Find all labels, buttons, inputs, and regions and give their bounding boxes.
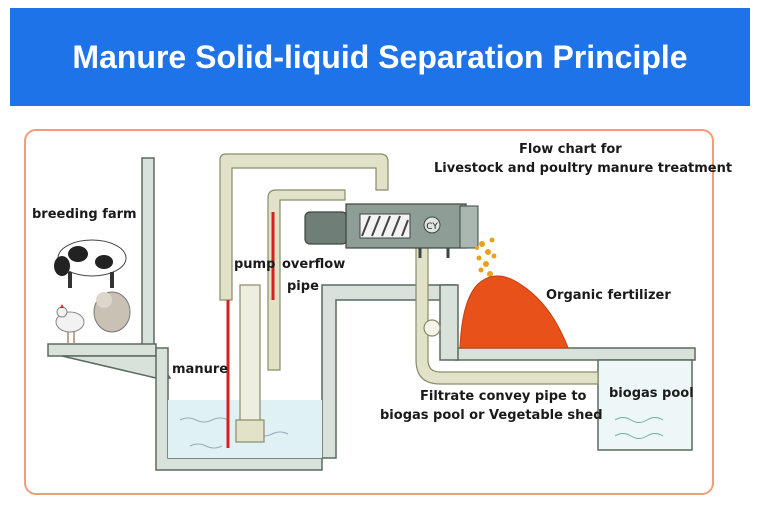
farm-floor xyxy=(47,343,157,357)
title-banner: Manure Solid-liquid Separation Principle xyxy=(10,8,750,106)
fertilizer-pile xyxy=(459,275,569,349)
separator-mark: CY xyxy=(426,222,438,232)
organic-fertilizer-label: Organic fertilizer xyxy=(546,288,671,303)
filtrate-label-line1: Filtrate convey pipe to xyxy=(420,389,587,404)
pump-base xyxy=(235,419,265,443)
overflow-label: overflow xyxy=(282,257,346,272)
pump-label: pump xyxy=(234,257,276,272)
page-title: Manure Solid-liquid Separation Principle xyxy=(72,39,688,75)
cow-image xyxy=(54,239,127,288)
pipe-label: pipe xyxy=(287,279,319,294)
overflow-pipe xyxy=(267,189,346,371)
manure-slope xyxy=(61,355,172,379)
flow-chart-label-line1: Flow chart for xyxy=(519,142,622,157)
separator-motor xyxy=(304,211,348,245)
farm-post xyxy=(141,157,155,363)
flow-chart-label-line2: Livestock and poultry manure treatment xyxy=(434,161,733,176)
dog-image xyxy=(93,291,131,333)
filtrate-pipe xyxy=(415,239,599,385)
diagram-frame xyxy=(24,129,714,495)
breeding-farm-label: breeding farm xyxy=(32,207,137,222)
chicken-image xyxy=(55,304,85,344)
platform-step xyxy=(439,284,459,361)
separator-outlet xyxy=(459,205,479,249)
biogas-pool xyxy=(597,359,693,451)
biogas-pool-label: biogas pool xyxy=(609,386,694,401)
separator-badge xyxy=(423,216,441,234)
falling-solids xyxy=(475,237,497,277)
filtrate-valve xyxy=(423,319,441,337)
feed-pipe xyxy=(219,153,389,301)
pump-column xyxy=(239,284,261,426)
filtrate-label-line2: biogas pool or Vegetable shed xyxy=(380,408,603,423)
manure-label: manure xyxy=(172,362,229,377)
ground-platform xyxy=(454,347,696,361)
